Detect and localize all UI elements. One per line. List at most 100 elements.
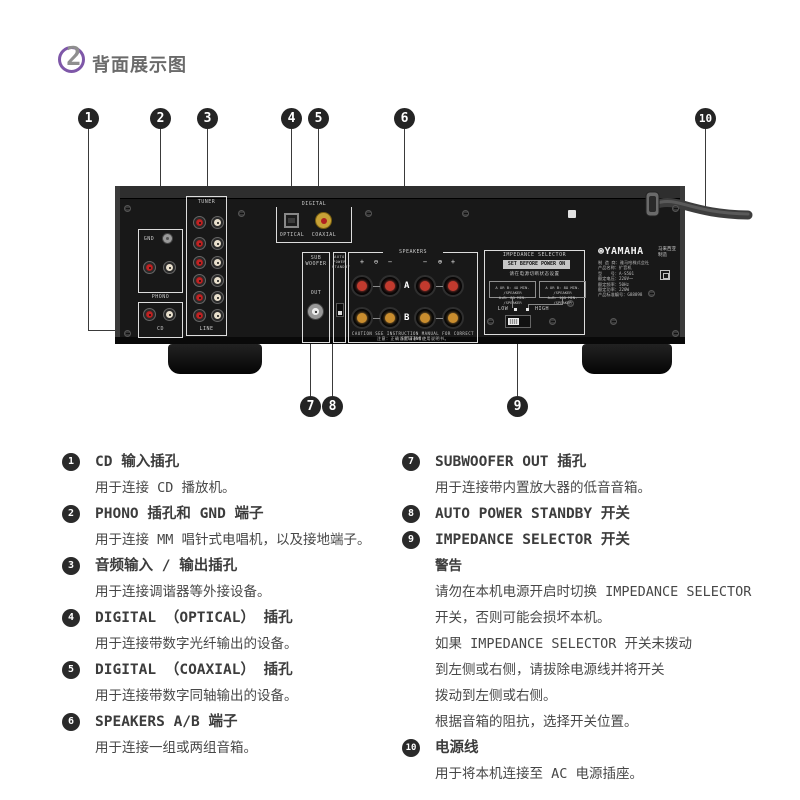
- cd-label: CD: [156, 326, 165, 332]
- legend-desc: 根据音箱的阻抗，选择开关位置。: [435, 714, 638, 730]
- screw-icon: [238, 210, 245, 217]
- serial-sticker: [568, 210, 576, 218]
- line-jack[interactable]: [211, 291, 224, 304]
- speaker-post-b2[interactable]: [379, 307, 401, 329]
- line-jack[interactable]: [193, 256, 206, 269]
- leader-line-4: [291, 128, 292, 216]
- nameplate-specs: 制 造 商：雅马哈株式会社 产品名称：扩音机 型 号：A-S501 额定电压：2…: [598, 260, 650, 298]
- tuner-left-jack[interactable]: [193, 216, 206, 229]
- cd-right-jack[interactable]: [163, 308, 176, 321]
- legend-desc: 用于连接带内置放大器的低音音箱。: [435, 480, 651, 496]
- legend-item: 10 电源线 用于将本机连接至 AC 电源插座。: [402, 735, 777, 787]
- callout-8: 8: [322, 396, 343, 417]
- auto-power-standby-switch[interactable]: [336, 303, 344, 317]
- switch-knob[interactable]: [508, 318, 519, 325]
- legend-item: 6 SPEAKERS A/B 端子 用于连接一组或两组音箱。: [62, 709, 397, 761]
- amp-foot-left: [168, 344, 262, 374]
- speaker-post-b3[interactable]: [414, 307, 436, 329]
- leader-line-8: [332, 343, 333, 396]
- tuner-right-jack[interactable]: [211, 216, 224, 229]
- line-jack[interactable]: [211, 309, 224, 322]
- legend-title: AUTO POWER STANDBY 开关: [435, 506, 630, 522]
- section-number: 2: [66, 42, 82, 72]
- low-impedance-spec: A OR B: 4Ω MIN. /SPEAKER A+B: 8Ω MIN. /S…: [489, 281, 536, 305]
- line-jack[interactable]: [211, 256, 224, 269]
- amp-bottom-strip: [115, 337, 685, 344]
- subwoofer-callout-box: [302, 252, 330, 343]
- callout-9: 9: [507, 396, 528, 417]
- legend-desc: 用于连接带数字光纤输出的设备。: [95, 636, 298, 652]
- amp-right-edge: [680, 186, 685, 344]
- callout-6: 6: [394, 108, 415, 129]
- legend-title: CD 输入插孔: [95, 454, 180, 470]
- impedance-title: IMPEDANCE SELECTOR: [502, 252, 567, 258]
- post-link: [436, 286, 443, 287]
- coaxial-connector[interactable]: [315, 212, 332, 229]
- speaker-post-a4[interactable]: [442, 275, 464, 297]
- speaker-post-a2[interactable]: [379, 275, 401, 297]
- line-jack[interactable]: [193, 237, 206, 250]
- amp-foot-right: [582, 344, 672, 374]
- screw-icon: [365, 210, 372, 217]
- gnd-terminal[interactable]: [162, 233, 173, 244]
- line-jack[interactable]: [211, 237, 224, 250]
- high-spec-line1: A OR B: 8Ω MIN. /SPEAKER: [545, 285, 580, 295]
- callout-3: 3: [197, 108, 218, 129]
- made-in-line1: 马来西亚: [658, 247, 676, 252]
- caution-text-cn: 注意：正确设置请参考使用说明书。: [377, 336, 449, 341]
- legend-desc: 到左侧或右侧，请拔除电源线并将开关: [435, 662, 665, 678]
- legend-item: 8 AUTO POWER STANDBY 开关: [402, 501, 777, 527]
- line-jack[interactable]: [193, 309, 206, 322]
- speaker-post-a3[interactable]: [414, 275, 436, 297]
- legend-desc: 用于连接一组或两组音箱。: [95, 740, 257, 756]
- screw-icon: [124, 330, 131, 337]
- legend-item: 4 DIGITAL （OPTICAL） 插孔 用于连接带数字光纤输出的设备。: [62, 605, 397, 657]
- screw-icon: [487, 318, 494, 325]
- cd-left-jack[interactable]: [143, 308, 156, 321]
- tuner-line-callout-box: [186, 196, 227, 336]
- speakers-callout-box: [348, 252, 478, 343]
- legend-title: 电源线: [435, 740, 479, 756]
- legend-desc: 请勿在本机电源开启时切换 IMPEDANCE SELECTOR: [435, 584, 752, 600]
- polarity-icon: ⊖: [373, 258, 379, 266]
- speaker-post-b4[interactable]: [442, 307, 464, 329]
- subwoofer-out-jack[interactable]: [307, 303, 324, 320]
- phono-left-jack[interactable]: [143, 261, 156, 274]
- optical-connector[interactable]: [284, 213, 299, 228]
- tuner-label: TUNER: [197, 199, 216, 205]
- low-spec-line1: A OR B: 4Ω MIN. /SPEAKER: [495, 285, 530, 295]
- polarity-minus: −: [422, 258, 428, 266]
- callout-4: 4: [281, 108, 302, 129]
- polarity-minus: −: [387, 258, 393, 266]
- leader-line-2: [160, 128, 161, 232]
- speakers-b-label: B: [404, 313, 410, 323]
- spec-bracket: [562, 298, 563, 304]
- auto-power-standby-box: [333, 252, 346, 343]
- legend-left-column: 1 CD 输入插孔 用于连接 CD 播放机。 2 PHONO 插孔和 GND 端…: [62, 449, 397, 761]
- legend-title: DIGITAL （OPTICAL） 插孔: [95, 610, 293, 626]
- legend-desc: 用于连接 CD 播放机。: [95, 480, 236, 496]
- leader-line-1: [88, 128, 89, 330]
- speaker-post-b1[interactable]: [351, 307, 373, 329]
- out-label: OUT: [310, 290, 322, 296]
- digital-label: DIGITAL: [276, 201, 352, 207]
- amp-top-bevel: [115, 186, 685, 199]
- phono-right-jack[interactable]: [163, 261, 176, 274]
- polarity-plus: +: [450, 258, 456, 266]
- speaker-post-a1[interactable]: [351, 275, 373, 297]
- legend-num-8: 8: [402, 505, 420, 523]
- line-jack[interactable]: [193, 291, 206, 304]
- screw-icon: [672, 330, 679, 337]
- optical-label: OPTICAL: [279, 232, 305, 238]
- legend-num-4: 4: [62, 609, 80, 627]
- line-jack[interactable]: [211, 274, 224, 287]
- power-label: POWER: [332, 260, 347, 264]
- screw-icon: [124, 205, 131, 212]
- line-jack[interactable]: [193, 274, 206, 287]
- legend-num-7: 7: [402, 453, 420, 471]
- screw-icon: [462, 210, 469, 217]
- phono-gnd-callout-box: [138, 229, 183, 293]
- impedance-selector-switch[interactable]: [505, 315, 531, 328]
- legend-item: 1 CD 输入插孔 用于连接 CD 播放机。: [62, 449, 397, 501]
- set-before-cn: 请在电源切断状态设置: [509, 272, 560, 277]
